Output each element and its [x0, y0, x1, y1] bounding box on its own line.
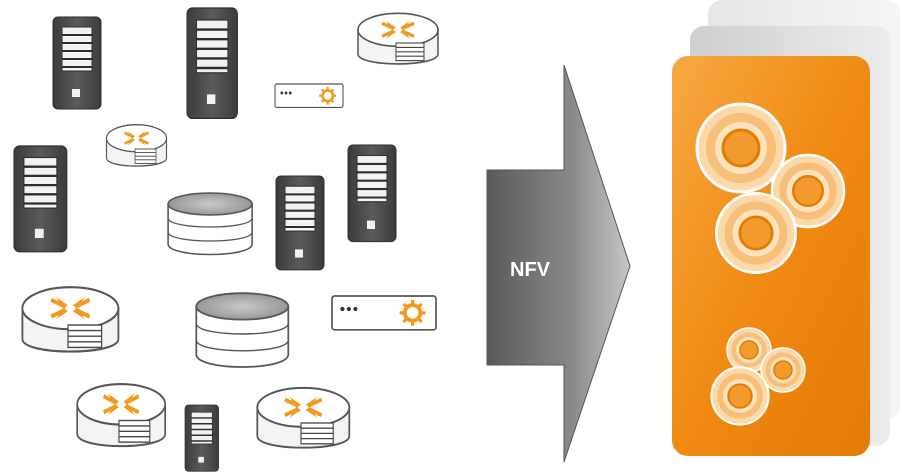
tower-server-icon	[274, 174, 326, 271]
router-icon	[105, 123, 168, 168]
storage-cylinder-icon	[167, 192, 253, 256]
tower-server-icon	[184, 404, 220, 472]
tower-server-icon	[185, 6, 239, 120]
router-icon	[255, 385, 352, 450]
router-icon	[22, 287, 118, 351]
arrow-shape	[486, 64, 631, 463]
legacy-network-devices	[12, 6, 440, 472]
vnf-circle-icon	[710, 366, 770, 426]
tower-server-icon	[346, 143, 398, 243]
nfv-arrow: NFV	[486, 64, 631, 463]
vnf-circle-icon	[695, 102, 787, 194]
appliance-box-icon	[330, 294, 438, 332]
tower-server-icon	[12, 144, 68, 253]
vnf-circle-icon	[715, 192, 797, 274]
virtualized-platform	[672, 0, 900, 456]
router-icon	[77, 384, 165, 446]
arrow-label: NFV	[510, 259, 551, 281]
storage-cylinder-icon	[195, 292, 290, 368]
appliance-box-icon	[273, 82, 345, 109]
router-icon	[356, 11, 440, 66]
tower-server-icon	[52, 16, 102, 110]
